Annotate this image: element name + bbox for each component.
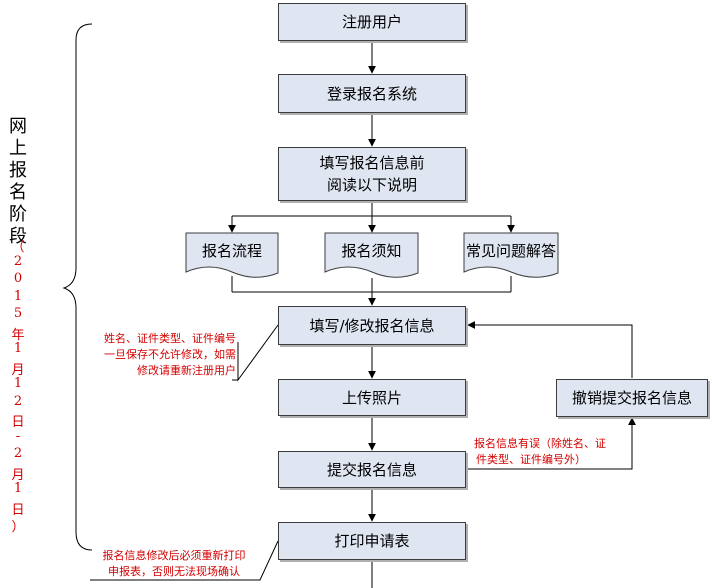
stage-period-char: 1 [13,341,23,356]
stage-period-char: 月 [11,467,25,483]
step-submit-info: 提交报名信息 [278,451,466,488]
stage-title-char: 报 [9,160,27,181]
stage-period-char: 1 [13,288,23,304]
stage-period-char: 日 [11,415,25,430]
read-line-2: 阅读以下说明 [326,176,417,194]
submit-note-line-2: 件类型、证件编号外） [476,453,586,466]
print-form-note: 报名信息修改后必须重新打印 申报表，否则无法现场确认 [94,548,254,580]
arrow-submit-revoke [466,417,636,470]
fill-note-line-2: 一旦保存不允许修改，如需 [104,348,236,361]
doc-faq-shape [463,232,559,278]
step-read-instructions: 填写报名信息前 阅读以下说明 [278,147,466,201]
arrow-revoke-fill [467,321,633,378]
stage-period-char: 1 [13,481,23,496]
stage-brace [62,23,93,551]
submit-error-note: 报名信息有误（除姓名、证 件类型、证件编号外） [474,436,606,468]
stage-title-char: 网 [9,116,27,137]
step-upload-photo: 上传照片 [278,379,466,416]
step-fill-info: 填写/修改报名信息 [278,306,466,345]
fill-note-bracket [237,324,279,382]
stage-period-char: ） [11,520,25,535]
stage-title-char: 上 [9,138,27,159]
fill-note-line-1: 姓名、证件类型、证件编号 [104,332,236,345]
fill-note-line-3: 修改请重新注册用户 [137,364,236,377]
step-login: 登录报名系统 [278,74,466,113]
stage-period-char: （ [11,240,25,255]
stage-period-char: 2 [13,446,23,461]
stage-title-char: 阶 [9,204,27,225]
doc-process: 报名流程 [201,241,262,260]
stage-period-char: 2 [13,393,23,409]
step-register: 注册用户 [278,3,466,41]
fill-info-note: 姓名、证件类型、证件编号 一旦保存不允许修改，如需 修改请重新注册用户 [92,331,236,379]
stage-period-char: 日 [11,502,25,518]
step-revoke-submission: 撤销提交报名信息 [556,379,708,417]
stage-period-char: 2 [13,253,23,269]
submit-note-line-1: 报名信息有误（除姓名、证 [474,437,606,450]
stage-title-char: 段 [9,226,27,247]
stage-period-char: 1 [13,376,23,391]
stage-period-char: 年 [11,327,25,343]
read-line-1: 填写报名信息前 [319,154,425,172]
doc-process-shape [185,232,279,278]
print-note-line-2: 申报表，否则无法现场确认 [108,565,240,578]
print-note-bracket [90,540,279,581]
step-print-form: 打印申请表 [278,522,466,560]
print-note-line-1: 报名信息修改后必须重新打印 [102,549,246,562]
stage-title-char: 名 [9,182,27,203]
stage-period-char: 5 [13,306,23,321]
stage-period-char: 月 [11,362,25,378]
stage-period-char: 0 [13,271,23,286]
doc-faq: 常见问题解答 [465,241,556,260]
doc-notice-shape [324,232,419,278]
doc-notice: 报名须知 [341,241,402,260]
stage-period-char: - [15,428,21,444]
